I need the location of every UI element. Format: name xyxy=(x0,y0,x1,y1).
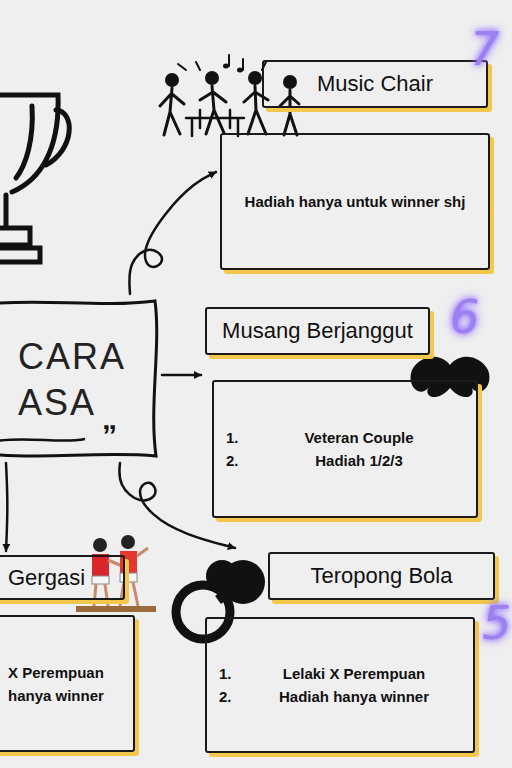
activity-panel: Teropong Bola 1.Lelaki X Perempuan2.Hadia… xyxy=(205,552,495,753)
list-item: Hadiah 1/2/3 xyxy=(254,449,464,472)
title-box: CARA ASA xyxy=(0,296,160,461)
list-item: Lelaki X Perempuan xyxy=(247,662,461,685)
list-item: Hadiah hanya winner xyxy=(247,685,461,708)
panel-heading: Musang Berjanggut xyxy=(222,318,413,344)
callout-number: 6 xyxy=(450,294,479,340)
panel-heading: Teropong Bola xyxy=(311,563,453,589)
panel-heading-box: Music Chair xyxy=(262,60,488,108)
callout-number: 7 xyxy=(470,26,499,72)
curly-arrow xyxy=(6,463,7,551)
activity-panel: Gergasi X Perempuanhanya winner xyxy=(0,555,135,752)
underline-stroke xyxy=(0,439,85,441)
list-item: Veteran Couple xyxy=(254,426,464,449)
list-number: 2. xyxy=(226,449,254,472)
panel-text: Hadiah hanya untuk winner shj xyxy=(245,190,466,213)
panel-body-box: X Perempuanhanya winner xyxy=(0,615,135,752)
panel-text: X Perempuan xyxy=(8,661,104,684)
list-number: 2. xyxy=(219,685,247,708)
list-number: 1. xyxy=(219,662,247,685)
box-border xyxy=(0,301,157,456)
list-row: 1.Lelaki X Perempuan xyxy=(219,662,461,685)
quote-mark: „ xyxy=(102,404,117,434)
curly-arrow xyxy=(162,374,201,377)
list-number: 1. xyxy=(226,426,254,449)
curly-arrow xyxy=(129,172,216,294)
list-row: 1.Veteran Couple xyxy=(226,426,464,449)
activity-panel: Music ChairHadiah hanya untuk winner shj xyxy=(220,60,490,270)
children-illustration xyxy=(76,535,156,612)
list-row: 2.Hadiah hanya winner xyxy=(219,685,461,708)
panel-heading: Gergasi xyxy=(8,565,85,591)
curly-arrow xyxy=(119,463,235,548)
activity-panel: Musang Berjanggut 1.Veteran Couple2.Hadia… xyxy=(205,307,478,518)
panel-body-box: 1.Veteran Couple2.Hadiah 1/2/3 xyxy=(212,380,478,518)
panel-body-box: Hadiah hanya untuk winner shj xyxy=(220,133,490,270)
panel-body-box: 1.Lelaki X Perempuan2.Hadiah hanya winne… xyxy=(205,617,475,753)
panel-heading-box: Gergasi xyxy=(0,555,125,600)
panel-heading: Music Chair xyxy=(317,71,433,97)
panel-heading-box: Teropong Bola xyxy=(268,552,495,600)
music-chair-icon xyxy=(160,55,299,136)
panel-heading-box: Musang Berjanggut xyxy=(205,307,430,355)
callout-number: 5 xyxy=(482,600,511,646)
wavy-outline xyxy=(0,296,160,461)
binoculars-icon xyxy=(176,560,265,639)
trophy-icon xyxy=(0,95,69,262)
list-row: 2.Hadiah 1/2/3 xyxy=(226,449,464,472)
panel-text: hanya winner xyxy=(8,684,104,707)
